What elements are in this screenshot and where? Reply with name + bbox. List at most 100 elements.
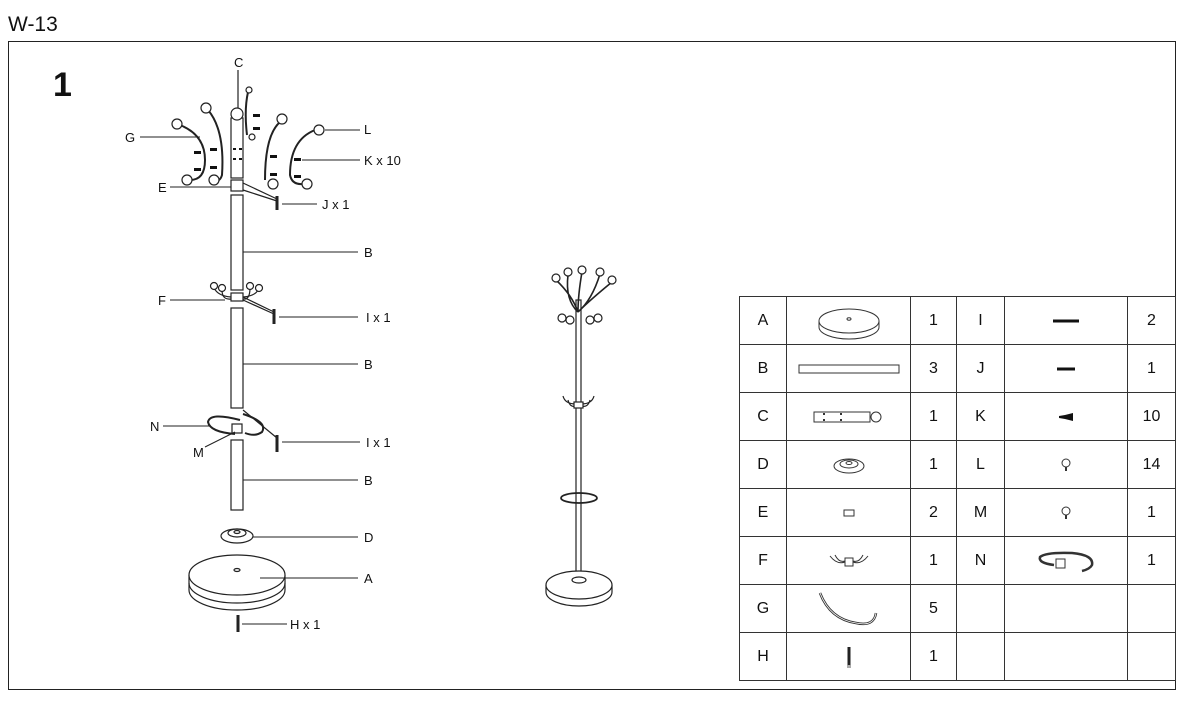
part-letter: E xyxy=(739,488,787,537)
label-d: D xyxy=(364,530,373,545)
connector-block-icon xyxy=(786,488,911,537)
part-quantity: 1 xyxy=(910,536,957,585)
part-quantity: 14 xyxy=(1127,440,1176,489)
part-quantity: 1 xyxy=(910,392,957,441)
base-disc-icon xyxy=(786,296,911,345)
screw-icon xyxy=(1059,412,1073,421)
base-disc-icon xyxy=(818,308,879,339)
label-g: G xyxy=(125,130,135,145)
ball-knob-icon xyxy=(1061,458,1071,471)
part-quantity: 3 xyxy=(910,344,957,393)
part-quantity: 5 xyxy=(910,584,957,633)
label-b-top: B xyxy=(364,245,373,260)
hook-cluster-icon xyxy=(829,554,868,566)
part-quantity: 10 xyxy=(1127,392,1176,441)
top-connector-c xyxy=(230,70,244,179)
pole-b-middle xyxy=(230,307,244,409)
curved-hooks-g xyxy=(171,86,325,190)
part-quantity: 1 xyxy=(910,632,957,681)
part-letter: G xyxy=(739,584,787,633)
assembled-coat-stand xyxy=(545,265,617,607)
part-letter: F xyxy=(739,536,787,585)
part-quantity: 2 xyxy=(1127,296,1176,345)
pole-tube-icon xyxy=(798,364,899,373)
bolt-long-icon xyxy=(1004,296,1128,345)
label-k: K x 10 xyxy=(364,153,401,168)
part-letter: C xyxy=(739,392,787,441)
label-e: E xyxy=(158,180,167,195)
top-connector-icon xyxy=(786,392,911,441)
pole-b-top xyxy=(230,194,244,291)
bolt-short-icon xyxy=(1057,367,1075,370)
base-bolt-icon xyxy=(786,632,911,681)
part-quantity: 1 xyxy=(1127,536,1176,585)
leader-lines xyxy=(140,129,360,625)
part-letter: J xyxy=(956,344,1005,393)
screws-k xyxy=(194,114,301,178)
base-bolt-icon xyxy=(846,646,851,668)
part-letter: K xyxy=(956,392,1005,441)
empty-cell xyxy=(956,584,1005,633)
part-quantity: 1 xyxy=(1127,344,1176,393)
label-l: L xyxy=(364,122,371,137)
empty-cell xyxy=(956,632,1005,681)
empty-cell xyxy=(1127,584,1176,633)
hook-cluster-f xyxy=(209,281,264,302)
label-n: N xyxy=(150,419,159,434)
empty-cell xyxy=(1127,632,1176,681)
part-letter: H xyxy=(739,632,787,681)
label-f: F xyxy=(158,293,166,308)
curved-hook-icon xyxy=(786,584,911,633)
hook-cluster-icon xyxy=(786,536,911,585)
base-cap-icon xyxy=(786,440,911,489)
instruction-frame xyxy=(8,41,1176,690)
part-quantity: 2 xyxy=(910,488,957,537)
screw-icon xyxy=(1004,392,1128,441)
pole-b-bottom xyxy=(230,439,244,511)
label-h: H x 1 xyxy=(290,617,320,632)
bolt-long-icon xyxy=(1053,319,1079,322)
part-letter: A xyxy=(739,296,787,345)
part-letter: I xyxy=(956,296,1005,345)
base-disc-a xyxy=(188,554,286,611)
part-letter: D xyxy=(739,440,787,489)
empty-cell xyxy=(1004,584,1128,633)
ball-knob-icon xyxy=(1004,488,1128,537)
bolt-short-icon xyxy=(1004,344,1128,393)
connector-e xyxy=(230,179,244,192)
part-letter: L xyxy=(956,440,1005,489)
ball-knob-icon xyxy=(1004,440,1128,489)
label-i-lower: I x 1 xyxy=(366,435,391,450)
ball-knob-m xyxy=(231,423,243,434)
curved-hook-icon xyxy=(818,592,877,625)
pole-tube-icon xyxy=(786,344,911,393)
label-j: J x 1 xyxy=(322,197,349,212)
part-letter: N xyxy=(956,536,1005,585)
umbrella-ring-n xyxy=(206,413,265,436)
connector-block-icon xyxy=(843,509,854,516)
part-quantity: 1 xyxy=(910,440,957,489)
base-cap-d xyxy=(220,528,254,544)
label-a: A xyxy=(364,571,373,586)
empty-cell xyxy=(1004,632,1128,681)
umbrella-ring-icon xyxy=(1004,536,1128,585)
part-quantity: 1 xyxy=(910,296,957,345)
umbrella-ring-icon xyxy=(1038,551,1094,572)
label-b-middle: B xyxy=(364,357,373,372)
label-i-upper: I x 1 xyxy=(366,310,391,325)
ball-knob-icon xyxy=(1061,506,1071,519)
bolt-i-upper xyxy=(242,296,276,324)
document-title: W-13 xyxy=(8,13,58,36)
bolt-i-lower xyxy=(242,409,279,452)
base-cap-icon xyxy=(833,458,864,473)
part-letter: B xyxy=(739,344,787,393)
